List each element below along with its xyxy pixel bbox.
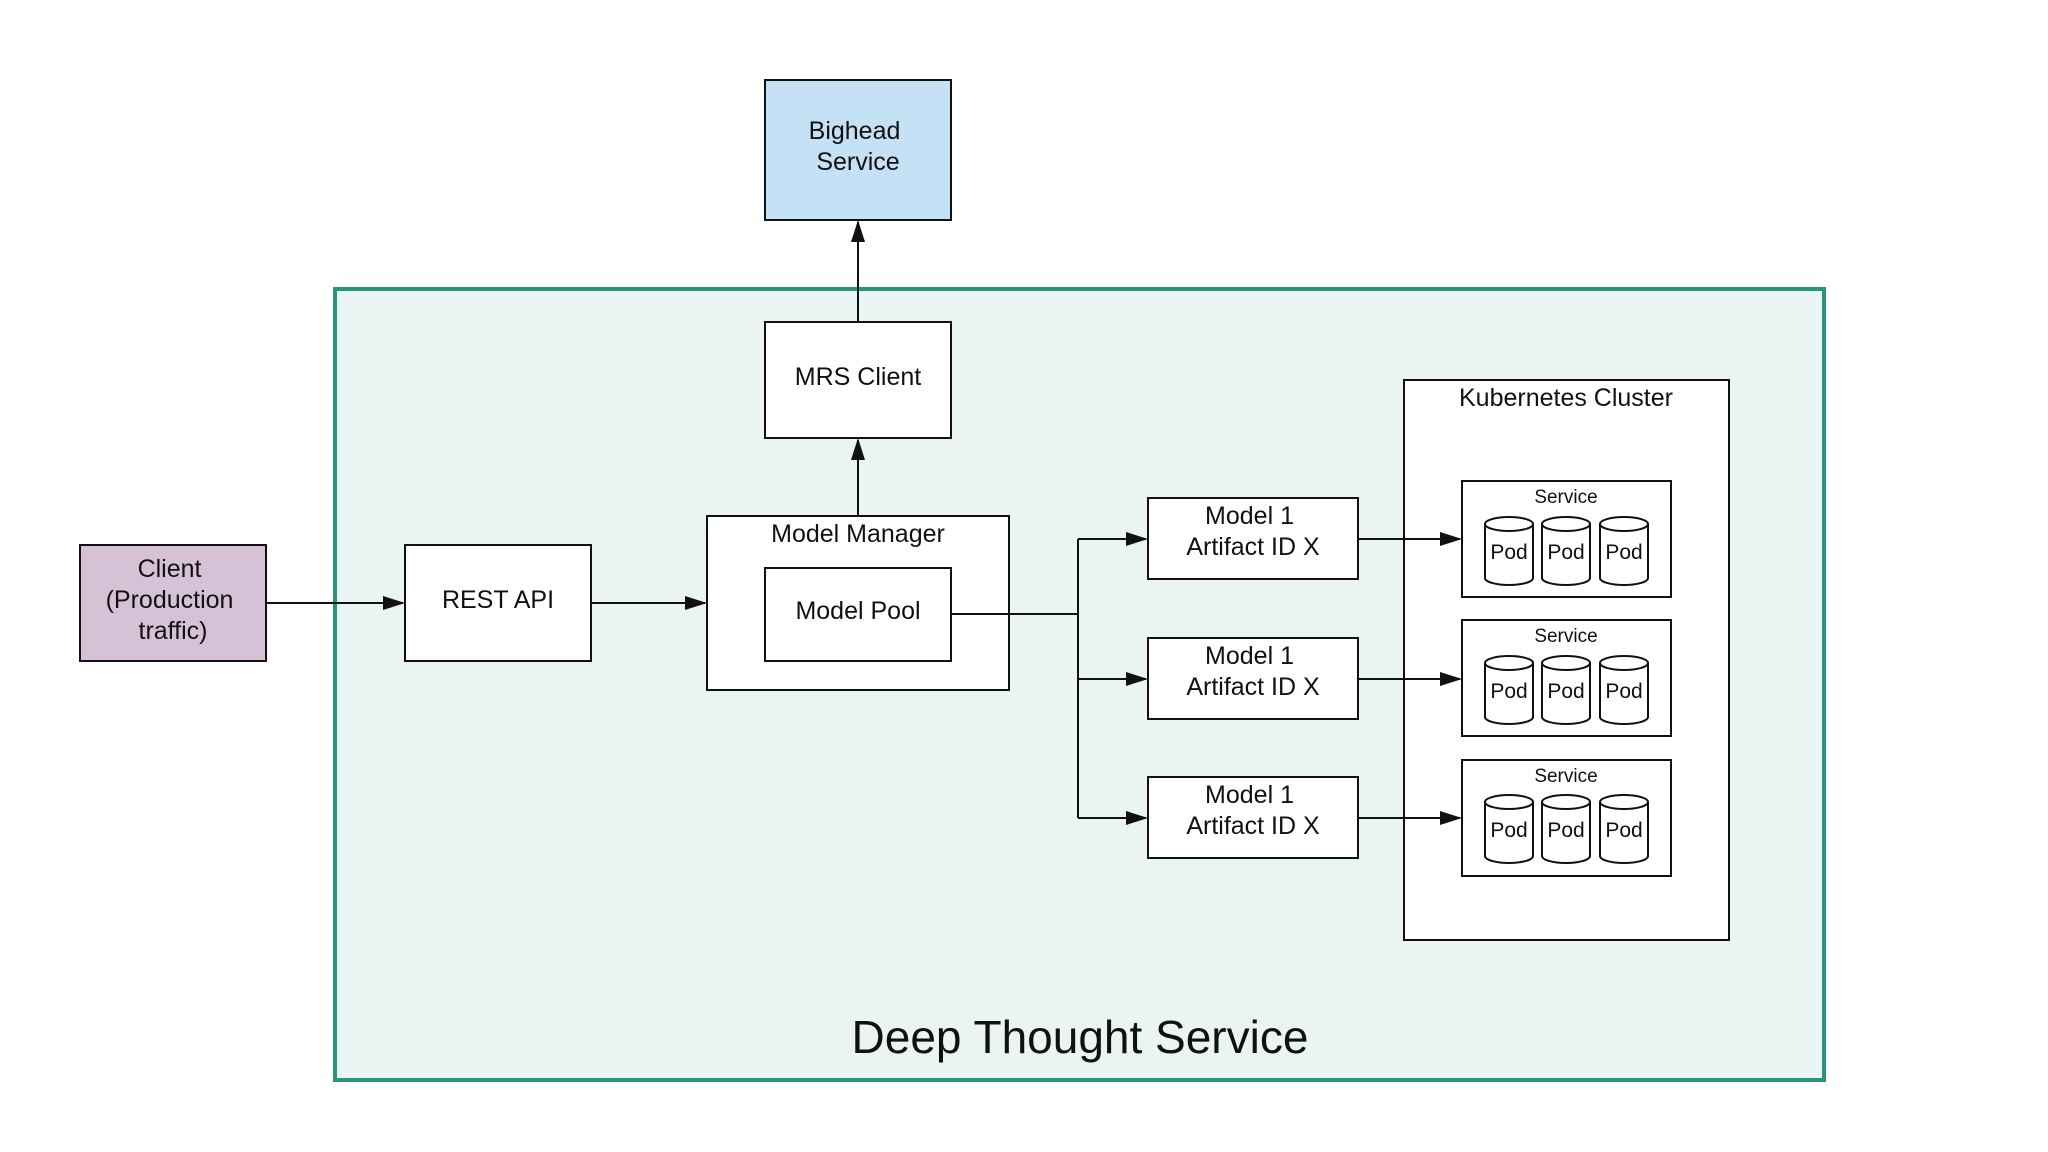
pod-cylinder: Pod <box>1599 516 1649 586</box>
bighead-service-label: Bighead Service <box>809 117 908 176</box>
model-artifact-label: Model 1 Artifact ID X <box>1186 642 1320 701</box>
service-label: Service <box>1534 766 1597 787</box>
pod-cylinder: Pod <box>1541 794 1591 864</box>
model-artifact-box <box>1147 776 1359 859</box>
model-3-box-group: Model 1 Artifact ID X <box>1147 776 1359 859</box>
rest-api-box <box>404 544 592 662</box>
deep-thought-service-label: Deep Thought Service <box>852 1011 1309 1063</box>
model-artifact-label: Model 1 Artifact ID X <box>1186 502 1320 561</box>
model-1-box-group: Model 1 Artifact ID X <box>1147 497 1359 580</box>
service-2-group: Service Pod Pod Pod <box>1461 619 1672 737</box>
service-label: Service <box>1534 487 1597 508</box>
pod-label: Pod <box>1547 819 1584 842</box>
model-manager-label: Model Manager <box>771 520 945 548</box>
pod-cylinder: Pod <box>1541 655 1591 725</box>
pod-label: Pod <box>1490 541 1527 564</box>
client-label: Client (Production traffic) <box>106 555 241 645</box>
pod-cylinder: Pod <box>1484 655 1534 725</box>
mrs-client-box <box>764 321 952 439</box>
bighead-service-box <box>764 79 952 221</box>
service-label: Service <box>1534 626 1597 647</box>
pod-label: Pod <box>1490 819 1527 842</box>
connections <box>266 220 1462 825</box>
mrs-client-label: MRS Client <box>795 363 921 391</box>
pod-cylinder: Pod <box>1599 794 1649 864</box>
model-artifact-box <box>1147 497 1359 580</box>
model-artifact-label: Model 1 Artifact ID X <box>1186 781 1320 840</box>
pod-cylinder: Pod <box>1541 516 1591 586</box>
pod-cylinder: Pod <box>1599 655 1649 725</box>
model-2-box-group: Model 1 Artifact ID X <box>1147 637 1359 720</box>
model-pool-box <box>764 567 952 662</box>
model-pool-label: Model Pool <box>795 597 920 625</box>
kubernetes-cluster-label: Kubernetes Cluster <box>1459 384 1673 412</box>
pod-label: Pod <box>1605 680 1642 703</box>
service-1-group: Service Pod Pod Pod <box>1461 480 1672 598</box>
pod-label: Pod <box>1547 680 1584 703</box>
pod-label: Pod <box>1605 819 1642 842</box>
pod-cylinder: Pod <box>1484 794 1534 864</box>
pod-label: Pod <box>1605 541 1642 564</box>
rest-api-label: REST API <box>442 586 554 614</box>
pod-label: Pod <box>1547 541 1584 564</box>
pod-cylinder: Pod <box>1484 516 1534 586</box>
service-3-group: Service Pod Pod Pod <box>1461 759 1672 877</box>
model-artifact-box <box>1147 637 1359 720</box>
client-box <box>79 544 267 662</box>
pod-label: Pod <box>1490 680 1527 703</box>
